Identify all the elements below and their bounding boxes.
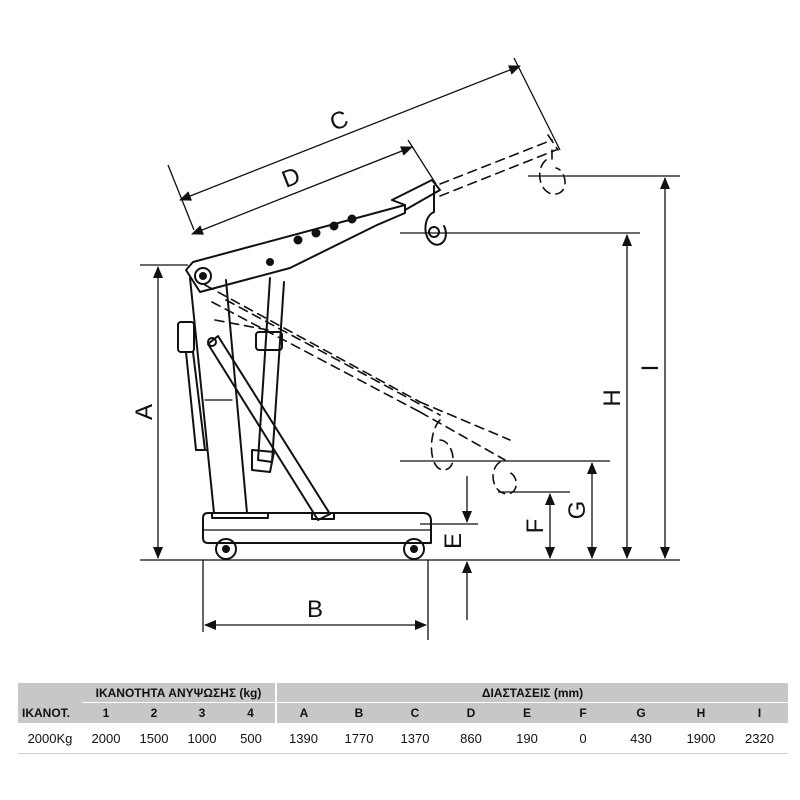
- dim-label-g: G: [564, 501, 591, 520]
- position-header-2: 2: [130, 702, 178, 723]
- lifting-value-3: 1000: [178, 723, 226, 754]
- crane-base: [202, 512, 432, 544]
- dim-label-h: H: [599, 389, 626, 406]
- dimension-header-d: D: [443, 702, 499, 723]
- dimension-value-b: 1770: [331, 723, 387, 754]
- dim-label-a: A: [131, 404, 158, 420]
- position-header-3: 3: [178, 702, 226, 723]
- engine-crane-diagram: A B C D E F G H I: [131, 57, 680, 640]
- dim-label-d: D: [278, 162, 304, 193]
- dimension-header-h: H: [671, 702, 731, 723]
- boom-lowered-outline: [204, 284, 511, 461]
- position-header-1: 1: [82, 702, 130, 723]
- header-empty-cell: [18, 683, 82, 703]
- hydraulic-ram: [251, 277, 285, 473]
- lifting-value-1: 2000: [82, 723, 130, 754]
- dimension-header-b: B: [331, 702, 387, 723]
- pump-handle: [207, 335, 331, 521]
- crane-boom: [185, 179, 441, 293]
- dimension-value-g: 430: [611, 723, 671, 754]
- crane-mast: [189, 277, 248, 514]
- dim-label-i: I: [637, 365, 664, 372]
- lifting-value-2: 1500: [130, 723, 178, 754]
- dimension-value-e: 190: [499, 723, 555, 754]
- specifications-table: ΙΚΑΝΟΤΗΤΑ ΑΝΥΨΩΣΗΣ (kg) ΔΙΑΣΤΑΣΕΙΣ (mm) …: [18, 683, 788, 754]
- crane-wheels: [215, 538, 431, 560]
- table-row: 2000Kg 2000 1500 1000 500 1390 1770 1370…: [18, 723, 788, 754]
- dimension-value-h: 1900: [671, 723, 731, 754]
- dim-label-e: E: [440, 533, 467, 549]
- hand-pump: [177, 321, 207, 451]
- dim-label-b: B: [307, 596, 323, 623]
- capacity-cell: 2000Kg: [18, 723, 82, 754]
- dimension-header-e: E: [499, 702, 555, 723]
- dimension-value-f: 0: [555, 723, 611, 754]
- lowered-hook-outline: [430, 419, 518, 495]
- dimension-value-a: 1390: [276, 723, 331, 754]
- dimension-header-g: G: [611, 702, 671, 723]
- lifting-value-4: 500: [226, 723, 276, 754]
- dimension-value-i: 2320: [731, 723, 788, 754]
- dim-label-c: C: [326, 105, 352, 136]
- lifting-capacity-header: ΙΚΑΝΟΤΗΤΑ ΑΝΥΨΩΣΗΣ (kg): [82, 683, 276, 703]
- extended-hook-outline: [538, 149, 566, 195]
- dimension-header-c: C: [387, 702, 443, 723]
- dimension-value-d: 860: [443, 723, 499, 754]
- dimension-labels: A B C D E F G H I: [131, 105, 664, 623]
- boom-extended-outline: [439, 134, 559, 197]
- position-header-4: 4: [226, 702, 276, 723]
- capacity-column-header: ΙΚΑΝΟΤ.: [18, 702, 82, 723]
- dimension-header-i: I: [731, 702, 788, 723]
- dimensions-header: ΔΙΑΣΤΑΣΕΙΣ (mm): [275, 683, 788, 703]
- dimension-header-a: A: [275, 702, 331, 723]
- dimension-value-c: 1370: [387, 723, 443, 754]
- dim-label-f: F: [522, 519, 549, 534]
- dimension-header-f: F: [555, 702, 611, 723]
